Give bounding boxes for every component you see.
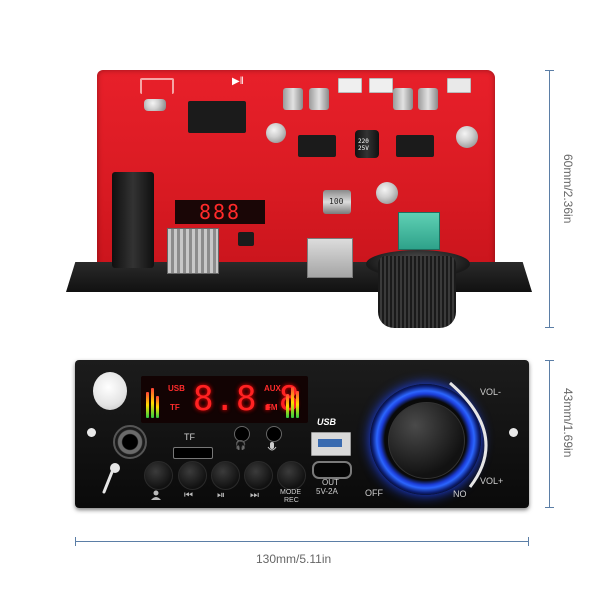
inductor-3 [393, 88, 413, 110]
screw-hole-left [87, 428, 96, 437]
bluetooth-chip [188, 101, 246, 133]
audio-jack-top [112, 172, 154, 268]
dim-line-horizontal [75, 541, 529, 542]
dim-tick-right [528, 537, 529, 546]
dim-tick-left [75, 537, 76, 546]
dim-tick-front-b [545, 507, 554, 508]
button-voice[interactable] [144, 461, 173, 490]
cap-label-220: 220 [358, 138, 369, 145]
vol-minus-label: VOL- [480, 387, 502, 397]
connector-white-1 [338, 78, 362, 93]
dim-label-height-front: 43mm/1.69in [561, 388, 575, 458]
play-pause-icon: ⏯ [217, 490, 225, 501]
microphone-icon [100, 462, 122, 496]
pcb-play-symbol: ▶‖ [232, 76, 244, 87]
crystal [144, 99, 166, 111]
dim-tick-top-a [545, 70, 554, 71]
aux-jack[interactable] [234, 426, 250, 442]
mode-label: MODE [280, 489, 301, 496]
display-fm-label: FM [266, 403, 278, 412]
microphone-jack[interactable] [113, 425, 147, 459]
capacitor-2 [456, 126, 478, 148]
vu-meter-right [286, 384, 302, 418]
amplifier-chip-left [298, 135, 336, 157]
dim-line-vertical-front [549, 360, 550, 508]
no-label: NO [453, 489, 467, 499]
connector-white-2 [369, 78, 393, 93]
display-tf-label: TF [170, 403, 180, 412]
cap-label-25v: 25V [358, 145, 369, 152]
capacitor-3 [376, 182, 398, 204]
inductor-2 [309, 88, 329, 110]
inductor-label-100: 100 [329, 197, 344, 206]
button-play-pause[interactable] [211, 461, 240, 490]
controller-chip [238, 232, 254, 246]
usb-a-port-tongue [318, 439, 342, 447]
display-usb-label: USB [168, 384, 185, 393]
dim-label-height-top: 60mm/2.36in [561, 154, 575, 224]
capacitor-4 [355, 130, 379, 158]
wifi-antenna-trace [140, 78, 174, 94]
led-display-top: 888 [175, 200, 265, 224]
screw-hole-right [509, 428, 518, 437]
tf-label: TF [184, 432, 195, 442]
person-icon [151, 490, 163, 502]
tf-slot-top [167, 228, 219, 274]
dim-line-vertical-top [549, 70, 550, 328]
connector-white-3 [447, 78, 471, 93]
display-aux-label: AUX [264, 384, 281, 393]
capacitor-1 [266, 123, 286, 143]
inductor-1 [283, 88, 303, 110]
button-next[interactable] [244, 461, 273, 490]
dim-tick-front-a [545, 360, 554, 361]
amplifier-chip-right [396, 135, 434, 157]
dim-label-width: 130mm/5.11in [256, 552, 332, 566]
off-label: OFF [365, 488, 383, 498]
headphone-icon: 🎧 [235, 440, 247, 450]
usb-c-port[interactable] [312, 461, 352, 479]
mic-input-hole[interactable] [266, 426, 282, 442]
inductor-100 [323, 190, 351, 214]
green-connector [398, 212, 440, 250]
usb-port-top [307, 238, 353, 278]
tf-card-slot[interactable] [173, 447, 213, 459]
usb-logo: USB [317, 417, 337, 427]
mic-input-icon [267, 441, 277, 453]
out-label: OUT [322, 478, 339, 487]
button-previous[interactable] [178, 461, 207, 490]
dim-tick-top-b [545, 327, 554, 328]
previous-icon: ⏮ [184, 490, 193, 501]
volume-knob[interactable] [388, 402, 465, 479]
ir-receiver-window [93, 372, 127, 410]
volume-knob-top [378, 256, 456, 328]
button-mode-rec[interactable] [277, 461, 306, 490]
display-digits: 8.8.8 [193, 379, 301, 419]
vu-meter-left [146, 384, 162, 418]
next-icon: ⏭ [250, 490, 259, 501]
rec-label: REC [284, 497, 299, 504]
vol-plus-label: VOL+ [480, 476, 504, 486]
volume-scale-arc [449, 381, 488, 488]
inductor-4 [418, 88, 438, 110]
out-spec-label: 5V-2A [316, 487, 338, 496]
led-display [141, 376, 308, 423]
